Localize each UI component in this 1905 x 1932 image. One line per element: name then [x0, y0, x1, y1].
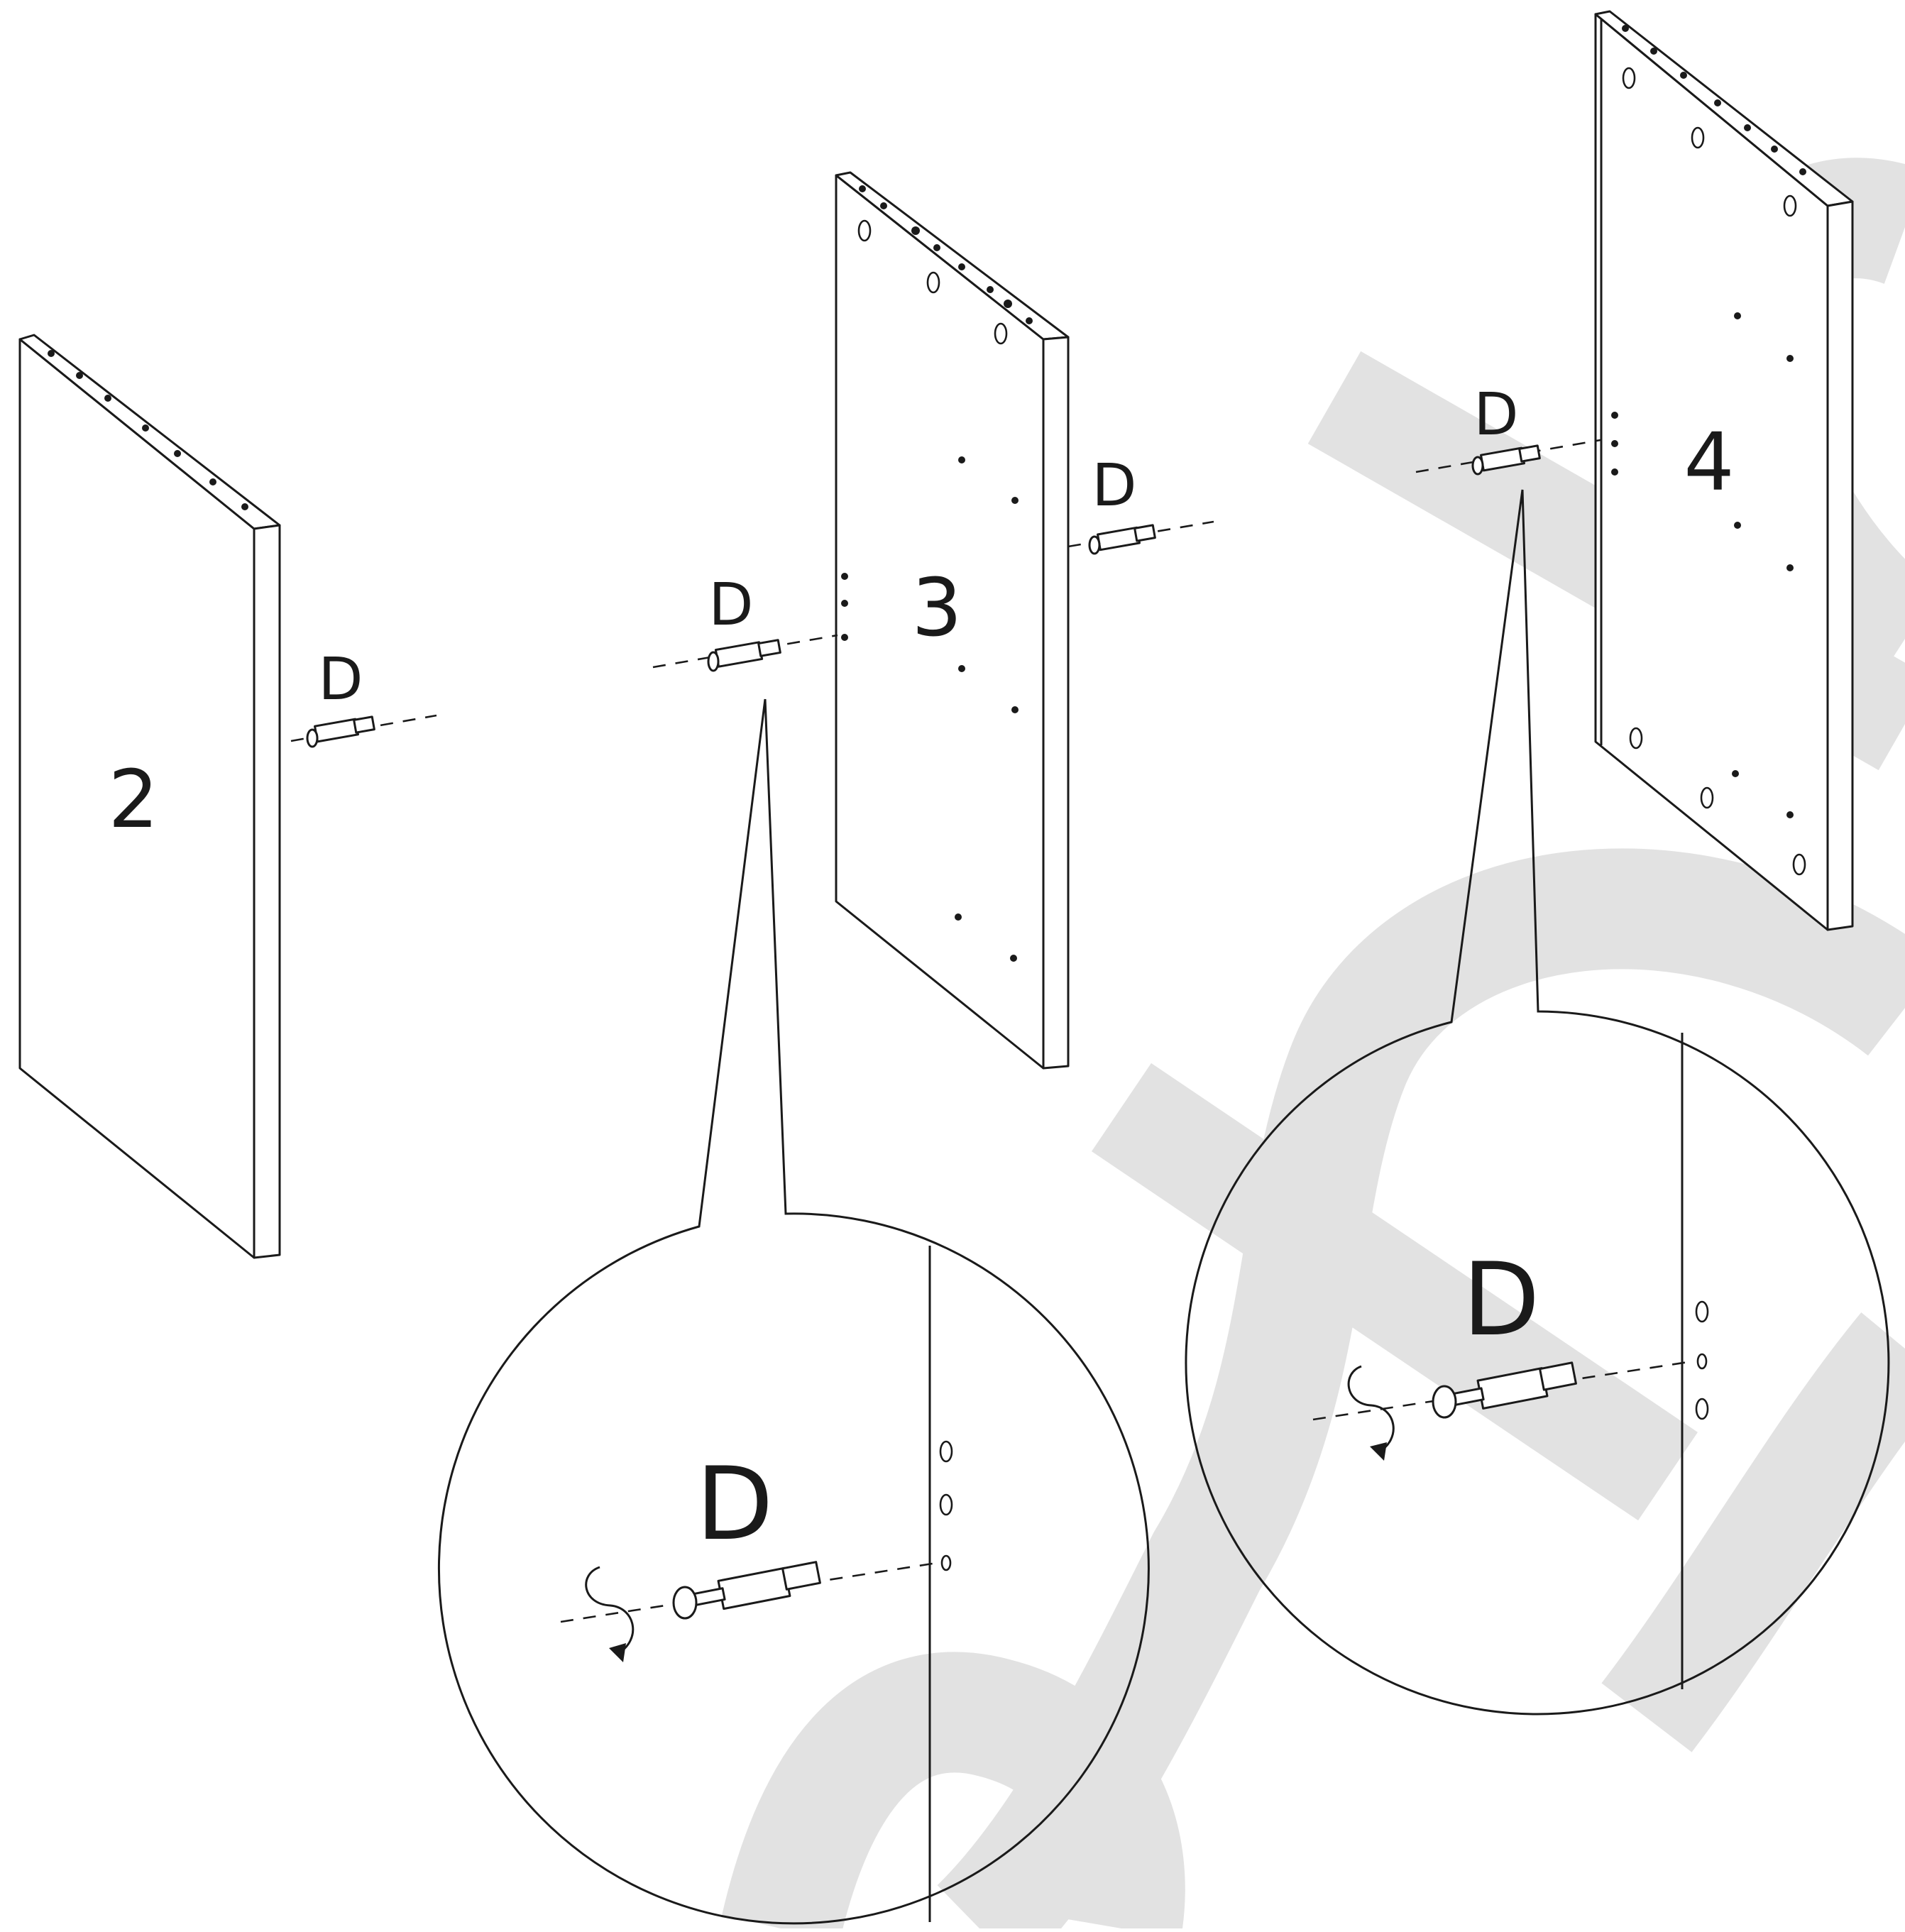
rotate-arrow-icon-2-head [1370, 1442, 1387, 1461]
panel-4-side-edge [1826, 200, 1854, 931]
watermark-stroke-6 [722, 1652, 1185, 1932]
cam-dowel-fitting-panel-4-left: D [1415, 381, 1601, 476]
detail-callout-panel-4: D [1185, 489, 1890, 1716]
cam-dowel-fitting-2-3: D [290, 646, 437, 748]
panel-4-edge-holes [1622, 25, 1806, 175]
panel-2-side-edge [253, 524, 281, 1259]
panel-3: 3 [835, 171, 1070, 1070]
cam-dowel-fitting-panel-3-right: D [1067, 452, 1214, 555]
fitting-label-panel-4-left: D [1473, 381, 1518, 449]
panel-4-face-holes [1611, 67, 1806, 876]
rotate-arrow-icon-head [609, 1643, 626, 1662]
rotate-arrow-icon [585, 1566, 635, 1655]
panel-4-number: 4 [1684, 417, 1734, 509]
panel-3-edge-holes [859, 185, 1033, 324]
fitting-label-panel-3-left: D [708, 571, 753, 639]
detail-panel-3-cam-dowel [672, 1561, 821, 1620]
cam-dowel-fitting-panel-3-left: D [652, 571, 838, 672]
panel-2: 2 [18, 334, 281, 1259]
detail-panel-3-label: D [696, 1446, 773, 1563]
detail-callout-panel-4-outline [1185, 489, 1890, 1716]
panel-3-number: 3 [911, 562, 962, 654]
watermark-stroke-2 [1092, 1063, 1698, 1521]
detail-callout-panel-3: D [437, 698, 1150, 1925]
panel-3-side-edge [1042, 336, 1070, 1070]
fitting-label-panel-3-right: D [1092, 452, 1136, 520]
rotate-arrow-icon-2 [1347, 1365, 1395, 1454]
panel-2-edge-holes [48, 350, 248, 510]
detail-panel-4-label: D [1462, 1241, 1539, 1359]
panel-2-number: 2 [108, 754, 158, 846]
panel-3-face-holes [841, 219, 1019, 962]
detail-callout-panel-3-outline [437, 698, 1150, 1925]
fitting-label-2-3: D [318, 646, 363, 713]
watermark-stroke-5 [1601, 1312, 1905, 1752]
detail-panel-4-cam-dowel [1432, 1361, 1577, 1419]
panel-4: 4 [1594, 10, 1854, 931]
